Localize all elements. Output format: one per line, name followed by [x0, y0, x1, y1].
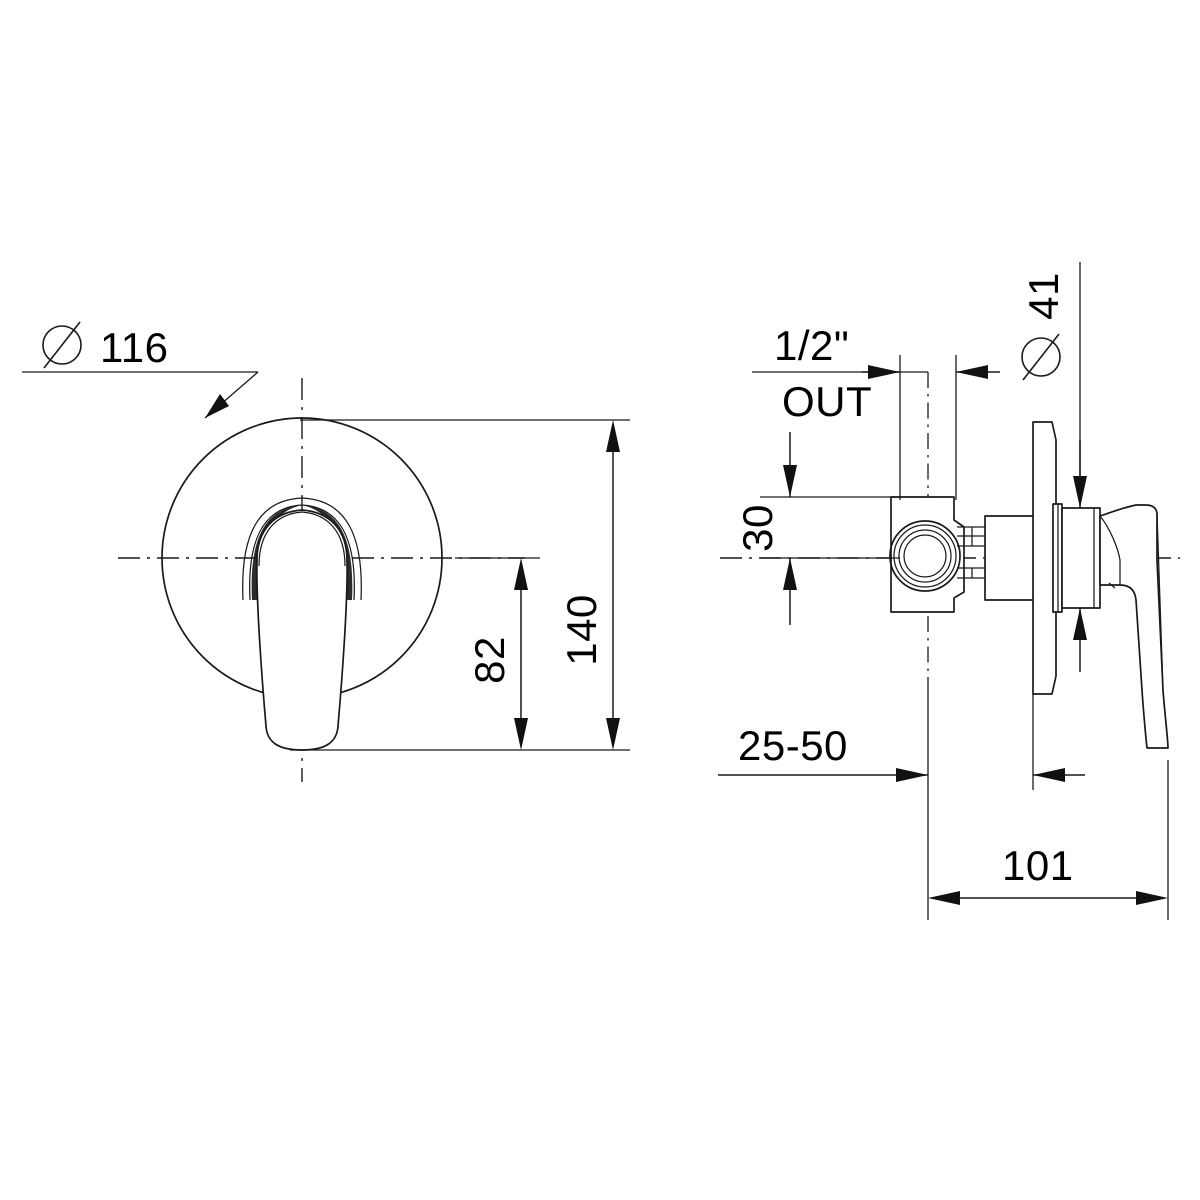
side-view: 1/2" OUT 30 — [718, 262, 1180, 920]
dimension-label-82: 82 — [466, 636, 513, 684]
outlet-circle-3 — [898, 529, 952, 583]
dia-116-arrowhead — [205, 394, 229, 418]
lever-handle-front — [256, 509, 348, 751]
handle-hub-side — [1061, 507, 1101, 609]
dim-140-arrow-top — [606, 420, 620, 452]
lever-handle-side-detail-b — [1156, 512, 1169, 749]
dim-101-arrow-right — [1136, 891, 1168, 905]
dimension-label-half-inch: 1/2" — [774, 322, 849, 369]
outlet-circle-2 — [893, 524, 957, 588]
dimension-label-30: 30 — [734, 504, 781, 552]
outlet-elbow-body — [890, 496, 965, 613]
lever-handle-top-edge — [258, 511, 346, 567]
lever-handle-notch — [1108, 582, 1116, 589]
dimension-dia-41: 41 — [1020, 262, 1087, 672]
dimension-140: 140 — [558, 420, 620, 750]
dimension-outlet-width-arrows — [862, 365, 1000, 379]
dim-82-arrow-bottom — [514, 718, 528, 750]
dimension-dia-116: 116 — [22, 321, 259, 419]
front-view: 116 140 82 — [22, 321, 630, 782]
dimension-101: 101 — [928, 760, 1169, 920]
dim-101-arrow-left — [928, 891, 960, 905]
dim-25-50-arrow-right — [1033, 768, 1065, 782]
dimension-label-101: 101 — [1002, 842, 1074, 889]
handle-hub-shadow-right — [302, 505, 353, 600]
dimension-82: 82 — [466, 558, 528, 750]
dim-41-arrow-top — [1073, 476, 1087, 508]
outlet-circle-4 — [903, 534, 947, 578]
diameter-symbol-slash-116 — [43, 321, 81, 369]
dimension-label-out: OUT — [782, 378, 872, 425]
dimension-25-50: 25-50 — [718, 680, 1085, 920]
diameter-symbol-slash-41 — [1022, 333, 1060, 381]
dim-30-arrow-bottom — [783, 558, 797, 590]
diameter-symbol-circle-41 — [1021, 337, 1061, 377]
dim-30-arrow-top — [783, 465, 797, 497]
cartridge-body — [984, 515, 1036, 601]
handle-hub-outer-arc — [242, 497, 362, 601]
dimension-label-41: 41 — [1020, 272, 1067, 320]
outlet-thread-detail — [957, 526, 985, 579]
dimension-30: 30 — [734, 432, 900, 625]
outlet-width-arrow-right — [956, 365, 988, 379]
dim-41-arrow-bottom — [1073, 608, 1087, 640]
dim-140-arrow-bottom — [606, 718, 620, 750]
diameter-symbol-circle-116 — [42, 325, 82, 365]
outlet-circle-1 — [889, 520, 961, 592]
dimension-outlet-half-inch: 1/2" OUT — [752, 322, 928, 425]
dimension-label-116: 116 — [100, 324, 168, 371]
dimension-label-25-50: 25-50 — [738, 722, 848, 769]
outlet-width-arrow-left — [868, 365, 900, 379]
handle-hub-shadow-left — [251, 505, 302, 600]
dim-25-50-arrow-left — [896, 768, 928, 782]
lever-handle-side-detail-a — [1099, 515, 1121, 585]
dim-82-arrow-top — [514, 558, 528, 590]
dimension-label-140: 140 — [558, 594, 605, 666]
